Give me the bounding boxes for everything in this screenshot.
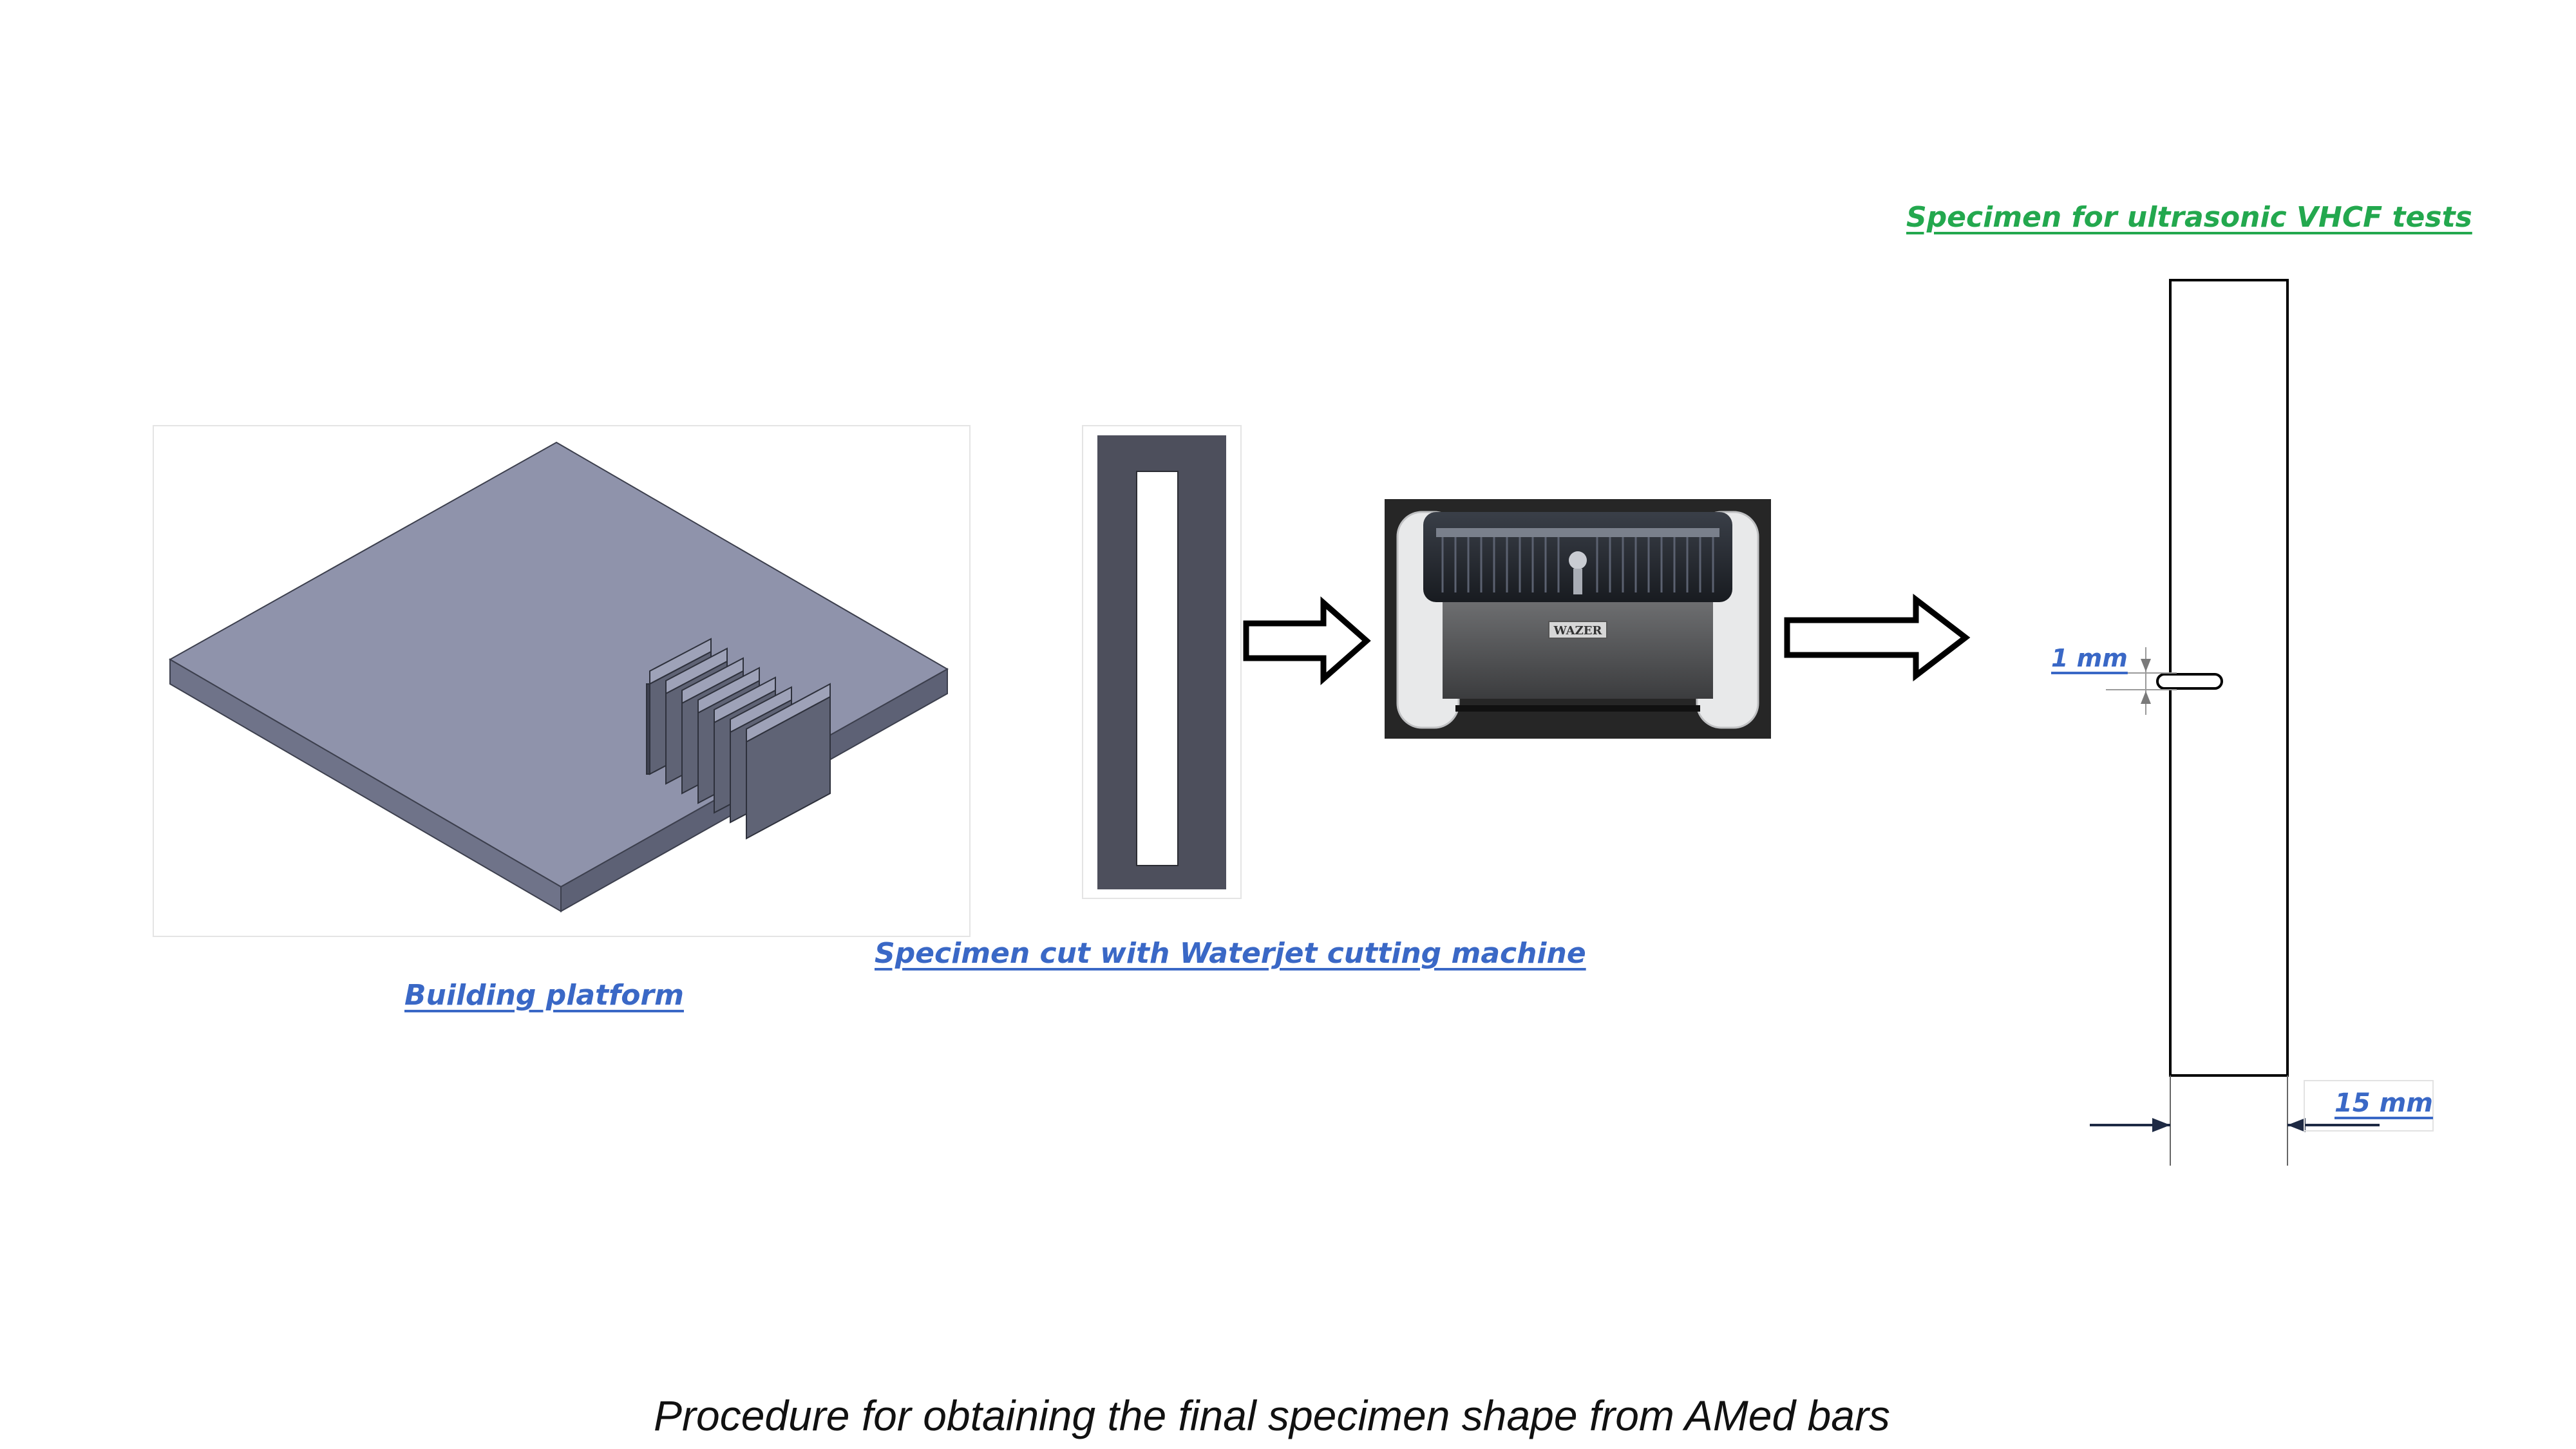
building-platform-illustration: [168, 441, 949, 913]
cut-slot: [1136, 471, 1179, 866]
figure-caption: Procedure for obtaining the final specim…: [654, 1392, 1890, 1439]
cut-plate: [1097, 435, 1226, 889]
dimension-15mm-label: 15 mm: [2334, 1088, 2433, 1118]
waterjet-machine-photo: WAZER: [1385, 499, 1771, 739]
amed-bars: [646, 638, 831, 840]
vhcf-label: Specimen for ultrasonic VHCF tests: [1906, 201, 2472, 234]
waterjet-machine-illustration: WAZER: [1396, 511, 1759, 729]
notch-slot: [2156, 673, 2223, 690]
machine-brand: WAZER: [1553, 624, 1603, 638]
cut-plate-panel: [1082, 425, 1242, 899]
arrow-right-icon: [1243, 596, 1371, 685]
building-platform-label: Building platform: [404, 979, 684, 1012]
vhcf-specimen-drawing: [2090, 279, 2434, 1166]
building-platform-panel: [153, 425, 971, 937]
dimension-1mm-label: 1 mm: [2051, 644, 2128, 672]
waterjet-label: Specimen cut with Waterjet cutting machi…: [875, 937, 1586, 970]
arrow-right-icon: [1784, 593, 1971, 682]
